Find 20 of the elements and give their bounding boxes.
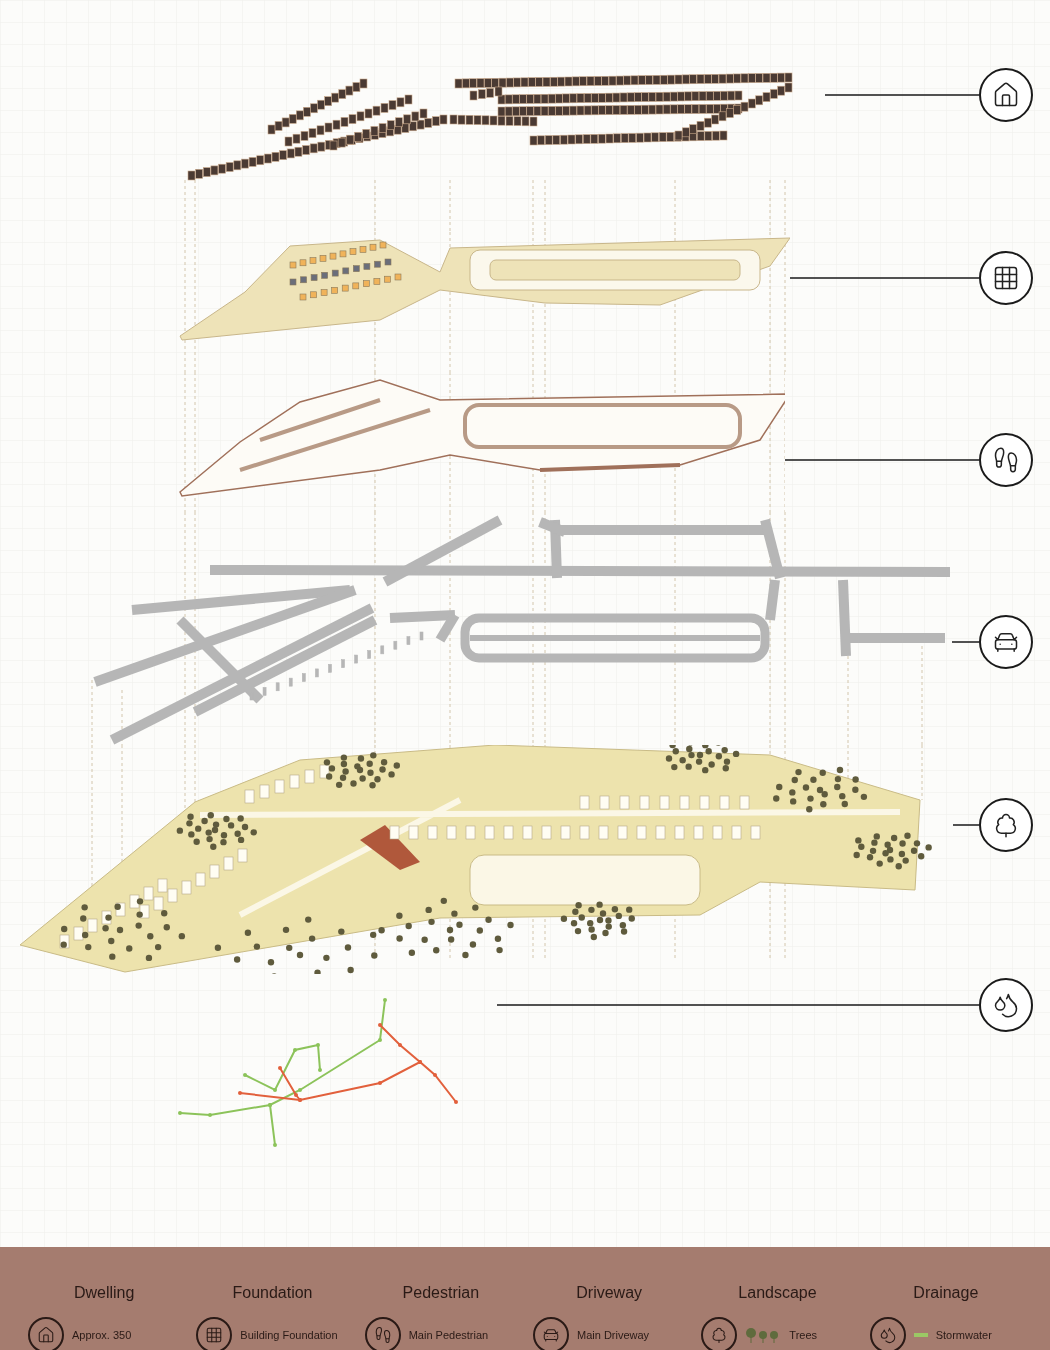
legend-heading: Dwelling (73, 1283, 135, 1303)
driveway-layer-drawing (88, 512, 952, 745)
legend-heading: Driveway (576, 1283, 643, 1303)
leader-line (784, 459, 980, 461)
leader-line (789, 277, 980, 279)
legend-heading: Drainage (913, 1283, 979, 1303)
leader-line (496, 1004, 980, 1006)
legend-text: Building Foundation (240, 1328, 338, 1342)
legend-text: Stormwater (935, 1328, 992, 1342)
legend-text: Main Pedestrian (408, 1328, 489, 1342)
legend-text: Trees (789, 1328, 818, 1342)
leader-line (952, 824, 980, 826)
legend-heading: Pedestrian (402, 1283, 480, 1303)
legend-text: Approx. 350 (72, 1328, 132, 1342)
foundation-layer-drawing (178, 232, 790, 372)
legend-text: Main Driveway (577, 1328, 650, 1342)
legend-heading: Foundation (232, 1283, 313, 1303)
leader-line (824, 94, 980, 96)
leader-line (951, 641, 980, 643)
legend-heading: Landscape (738, 1283, 817, 1303)
